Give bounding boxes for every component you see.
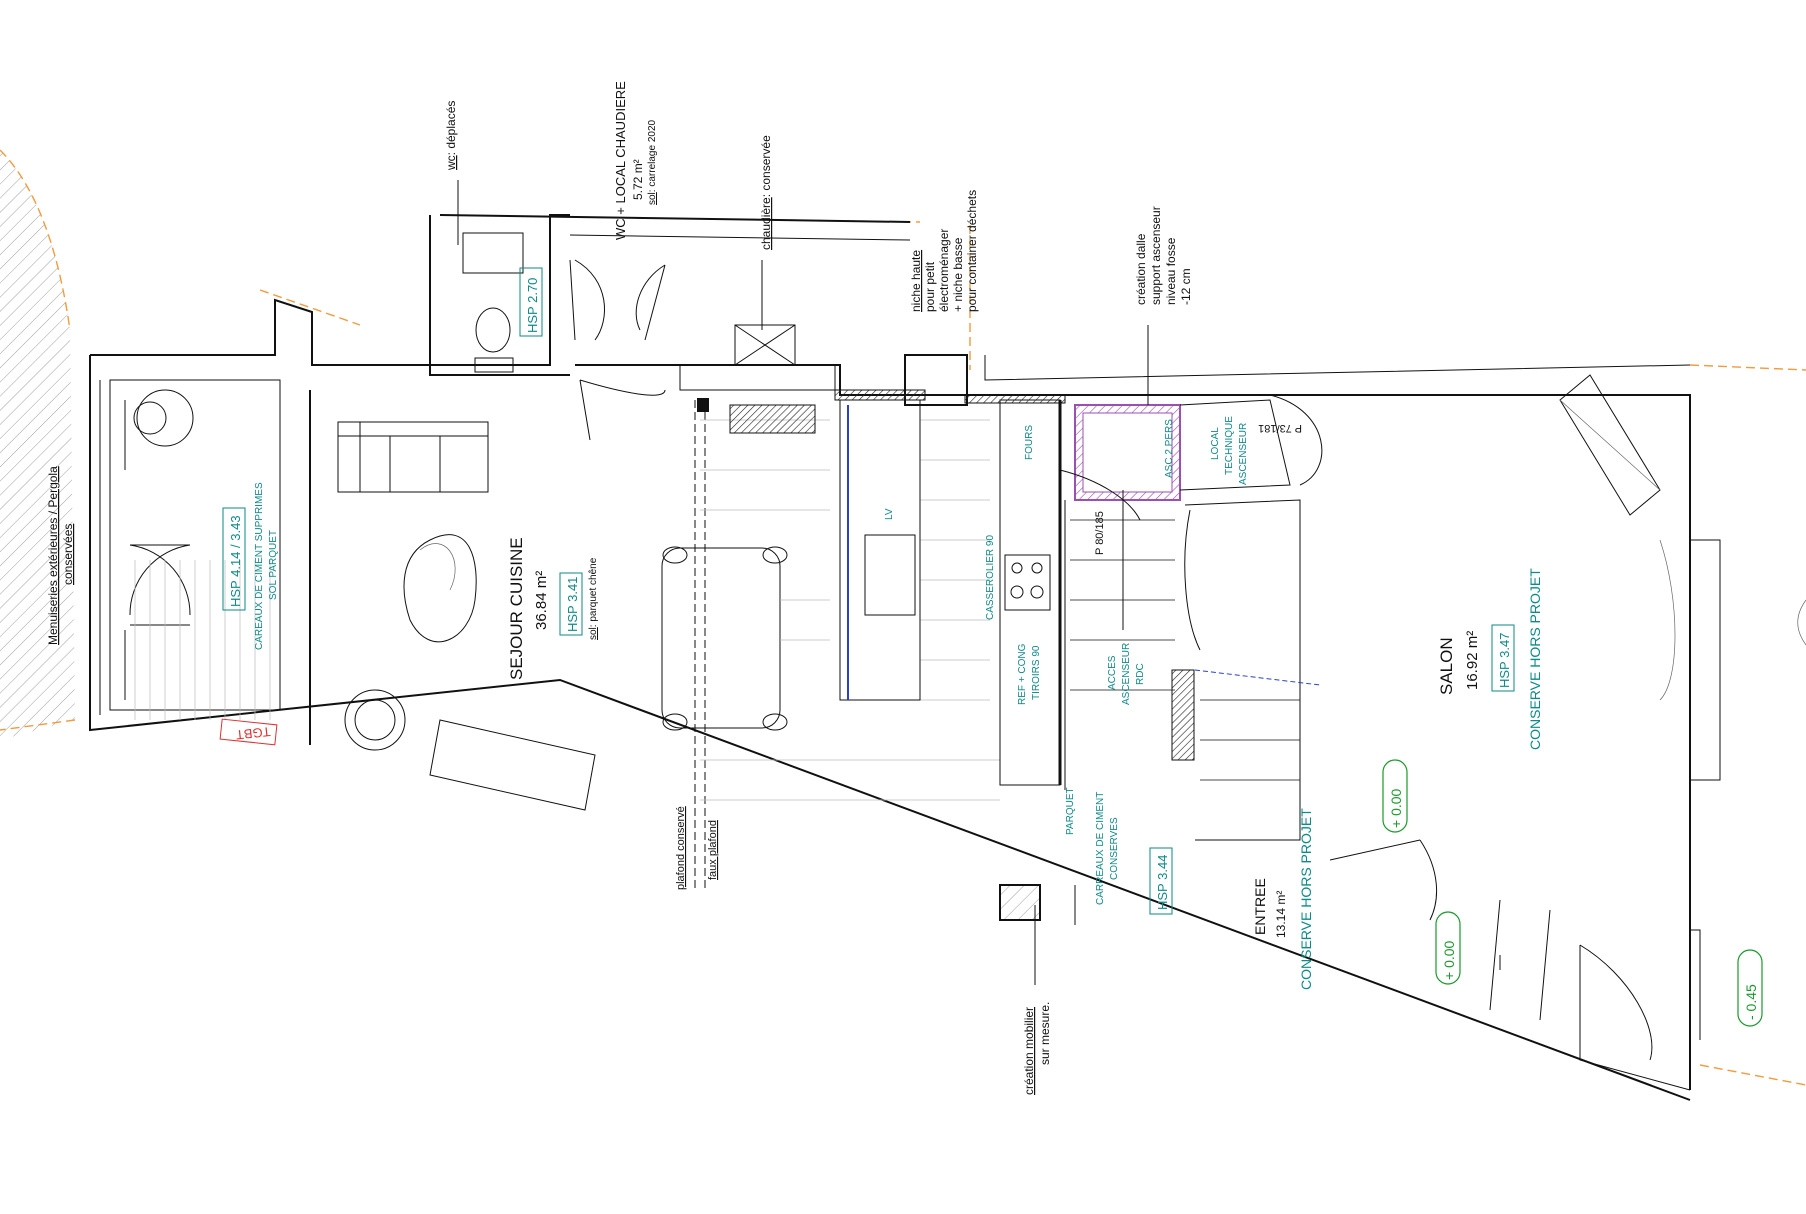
svg-text:ASCENSEUR: ASCENSEUR [1238,423,1249,485]
exterior-pergola-hatch [0,150,75,740]
niche-note: niche haute pour petit électroménager + … [909,190,979,312]
property-line [0,719,76,731]
svg-text:CAREAUX DE CIMENT SUPPRIMES: CAREAUX DE CIMENT SUPPRIMES [254,482,265,650]
svg-text:chaudière: conservée: chaudière: conservée [759,135,773,250]
svg-text:P 80/185: P 80/185 [1094,511,1106,555]
elevator-labels: ASC 2 PERS LOCAL TECHNIQUE ASCENSEUR P 8… [1094,416,1302,555]
svg-text:conservées: conservées [61,524,75,585]
chaudiere-note: chaudière: conservée [759,135,773,250]
salon-entree [1329,374,1806,1091]
svg-text:P 73/181: P 73/181 [1258,422,1302,434]
svg-text:13.14 m²: 13.14 m² [1274,891,1288,938]
salon-label: SALON 16.92 m² HSP 3.47 CONSERVE HORS PR… [1437,568,1543,750]
wc-room-label: WC + LOCAL CHAUDIERE 5.72 m² sol: carrel… [613,81,658,240]
property-line [259,289,361,326]
svg-text:SOL PARQUET: SOL PARQUET [268,530,279,600]
svg-text:PARQUET: PARQUET [1065,787,1076,835]
property-line [1689,364,1806,371]
sejour-label: SEJOUR CUISINE 36.84 m² HSP 3.41 sol: pa… [507,537,599,680]
tgbt-label: TGBT [219,718,278,746]
svg-text:HSP 3.47: HSP 3.47 [1497,633,1512,688]
svg-text:SEJOUR CUISINE: SEJOUR CUISINE [507,537,526,680]
svg-text:pour petit: pour petit [923,261,937,312]
svg-text:sol: carrelage 2020: sol: carrelage 2020 [647,119,658,205]
plafond-notes: plafond conservé faux plafond [675,806,719,890]
level-markers: + 0.00 + 0.00 - 0.45 [1382,759,1763,1027]
svg-text:plafond conservé: plafond conservé [675,806,687,890]
acces-label: ACCES ASCENSEUR RDC [1107,643,1146,705]
svg-text:ASC 2 PERS: ASC 2 PERS [1164,419,1175,478]
technical-niche [999,884,1041,921]
svg-text:sur mesure.: sur mesure. [1038,1002,1052,1065]
corridor-label: CARREAUX DE CIMENT CONSERVES HSP 3.44 [1095,792,1173,915]
sejour-furniture [337,398,1000,890]
svg-text:5.72 m²: 5.72 m² [631,159,645,200]
property-line [1699,1064,1806,1086]
svg-text:ENTREE: ENTREE [1252,878,1268,935]
svg-text:HSP 4.14 / 3.43: HSP 4.14 / 3.43 [228,515,243,607]
veranda-label: HSP 4.14 / 3.43 CAREAUX DE CIMENT SUPPRI… [222,482,279,650]
dalle-note: création dalle support ascenseur niveau … [1134,206,1193,305]
svg-text:+ 0.00: + 0.00 [1388,788,1404,828]
svg-text:niveau fosse: niveau fosse [1164,237,1178,305]
wc-room [462,232,836,441]
svg-text:CONSERVE HORS PROJET: CONSERVE HORS PROJET [1298,808,1314,990]
svg-text:création mobilier: création mobilier [1022,1007,1036,1095]
svg-text:FOURS: FOURS [1024,425,1035,460]
veranda-zone [109,379,311,745]
mobilier-note: création mobilier sur mesure. [1022,1002,1052,1095]
svg-text:HSP 3.41: HSP 3.41 [565,577,580,632]
svg-text:ASCENSEUR: ASCENSEUR [1121,643,1132,705]
elevator-stairs [1059,394,1323,841]
svg-text:wc: déplacés: wc: déplacés [444,101,458,171]
svg-text:CASSEROLIER 90: CASSEROLIER 90 [985,535,996,620]
svg-text:+ niche basse: + niche basse [951,237,965,312]
svg-text:support ascenseur: support ascenseur [1149,206,1163,305]
svg-text:pour container déchets: pour container déchets [965,190,979,312]
svg-text:ACCES: ACCES [1107,655,1118,690]
kitchen-units [834,354,1066,786]
entree-label: ENTREE 13.14 m² CONSERVE HORS PROJET [1252,808,1314,990]
svg-text:REF + CONG: REF + CONG [1017,643,1028,705]
svg-text:HSP 3.44: HSP 3.44 [1155,855,1170,910]
kitchen-labels: LV FOURS CASSEROLIER 90 REF + CONG TIROI… [884,425,1076,835]
svg-text:+ 0.00: + 0.00 [1441,940,1457,980]
svg-text:électroménager: électroménager [937,229,951,312]
svg-text:TIROIRS 90: TIROIRS 90 [1031,645,1042,700]
svg-text:LOCAL: LOCAL [1210,427,1221,460]
svg-text:TGBT: TGBT [235,724,271,743]
svg-text:LV: LV [884,508,895,520]
wc-hsp-tag: HSP 2.70 [519,267,543,337]
property-line-left [0,149,71,331]
svg-text:Menuiseries extérieures / Perg: Menuiseries extérieures / Pergola [46,466,60,645]
svg-text:niche haute: niche haute [909,250,923,312]
svg-text:SALON: SALON [1437,637,1456,695]
svg-text:36.84 m²: 36.84 m² [533,571,550,630]
wc-moved-note: wc: déplacés [444,101,458,171]
svg-text:CONSERVES: CONSERVES [1109,817,1120,880]
svg-text:-12 cm: -12 cm [1179,268,1193,305]
annotation-arrows [457,180,1501,985]
svg-text:faux plafond: faux plafond [707,820,719,880]
svg-text:CONSERVE HORS PROJET: CONSERVE HORS PROJET [1527,568,1543,750]
svg-text:CARREAUX DE CIMENT: CARREAUX DE CIMENT [1095,792,1106,905]
svg-text:- 0.45: - 0.45 [1743,984,1759,1020]
svg-text:WC + LOCAL CHAUDIERE: WC + LOCAL CHAUDIERE [613,81,628,240]
svg-text:TECHNIQUE: TECHNIQUE [1224,416,1235,475]
svg-text:16.92 m²: 16.92 m² [1464,631,1481,690]
svg-text:RDC: RDC [1135,663,1146,685]
svg-text:sol: parquet chêne: sol: parquet chêne [588,557,599,640]
svg-text:création dalle: création dalle [1134,233,1148,305]
svg-text:HSP 2.70: HSP 2.70 [525,278,540,333]
menuiseries-note: Menuiseries extérieures / Pergola conser… [46,466,75,645]
